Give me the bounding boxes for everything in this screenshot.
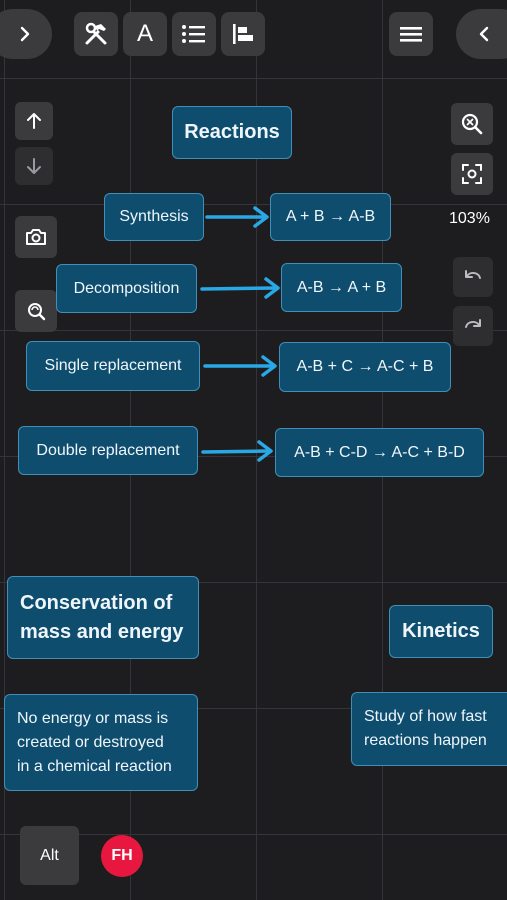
- chevron-right-icon: [20, 26, 30, 42]
- node-single-replacement[interactable]: Single replacement: [26, 341, 200, 391]
- arrow-synthesis: [205, 206, 269, 228]
- node-reactions-title[interactable]: Reactions: [172, 106, 292, 159]
- undo-icon: [465, 270, 481, 279]
- move-down-button[interactable]: [15, 147, 53, 185]
- node-kinetics-title[interactable]: Kinetics: [389, 605, 493, 658]
- node-conservation-title[interactable]: Conservation of mass and energy: [7, 576, 199, 659]
- node-kinetics-description[interactable]: Study of how fast reactions happen: [351, 692, 507, 766]
- align-button[interactable]: [221, 12, 265, 56]
- conservation-desc-line2: created or destroyed: [17, 733, 164, 751]
- arrow-single-replacement: [203, 355, 277, 377]
- hammer-wrench-icon: [85, 22, 107, 45]
- chevron-left-icon: [479, 26, 489, 42]
- redo-button[interactable]: [453, 306, 493, 346]
- node-decomposition[interactable]: Decomposition: [56, 264, 197, 313]
- camera-icon: [26, 229, 46, 245]
- conservation-title-line1: Conservation of: [20, 591, 173, 614]
- focus-frame-icon: [462, 164, 482, 184]
- align-left-icon: [233, 24, 253, 44]
- screenshot-button[interactable]: [15, 216, 57, 258]
- alt-key-label: Alt: [40, 846, 59, 864]
- node-conservation-description[interactable]: No energy or mass is created or destroye…: [4, 694, 198, 791]
- avatar[interactable]: FH: [101, 835, 143, 877]
- conservation-desc-line1: No energy or mass is: [17, 709, 169, 727]
- avatar-initials: FH: [111, 847, 133, 864]
- node-single-replacement-formula[interactable]: A-B + C → A-C + B: [279, 342, 451, 392]
- menu-button[interactable]: [389, 12, 433, 56]
- node-double-replacement[interactable]: Double replacement: [18, 426, 198, 475]
- move-up-button[interactable]: [15, 102, 53, 140]
- hamburger-menu-icon: [400, 27, 422, 42]
- redo-icon: [465, 319, 481, 328]
- zoom-reset-icon: [461, 113, 483, 135]
- node-decomposition-formula[interactable]: A-B → A + B: [281, 263, 402, 312]
- list-icon: [182, 25, 205, 43]
- search-replace-button[interactable]: [15, 290, 57, 332]
- text-tool-label: A: [136, 20, 153, 47]
- arrow-double-replacement: [201, 440, 273, 462]
- conservation-desc-line3: in a chemical reaction: [17, 757, 172, 775]
- node-synthesis-formula[interactable]: A + B → A-B: [270, 193, 391, 241]
- arrow-up-icon: [27, 113, 41, 129]
- expand-panel-button[interactable]: [0, 9, 52, 59]
- tools-button[interactable]: [74, 12, 118, 56]
- search-refresh-icon: [28, 303, 46, 321]
- collapse-panel-button[interactable]: [456, 9, 507, 59]
- undo-button[interactable]: [453, 257, 493, 297]
- fit-to-screen-button[interactable]: [451, 153, 493, 195]
- kinetics-desc-line2: reactions happen: [364, 732, 487, 749]
- zoom-level-label: 103%: [449, 210, 490, 227]
- text-tool-button[interactable]: A: [123, 12, 167, 56]
- node-double-replacement-formula[interactable]: A-B + C-D → A-C + B-D: [275, 428, 484, 477]
- kinetics-desc-line1: Study of how fast: [364, 708, 487, 725]
- node-synthesis[interactable]: Synthesis: [104, 193, 204, 241]
- alt-key-button[interactable]: Alt: [20, 826, 79, 885]
- conservation-title-line2: mass and energy: [20, 620, 184, 643]
- zoom-button[interactable]: [451, 103, 493, 145]
- list-button[interactable]: [172, 12, 216, 56]
- arrow-down-icon: [27, 158, 41, 174]
- arrow-decomposition: [200, 277, 280, 299]
